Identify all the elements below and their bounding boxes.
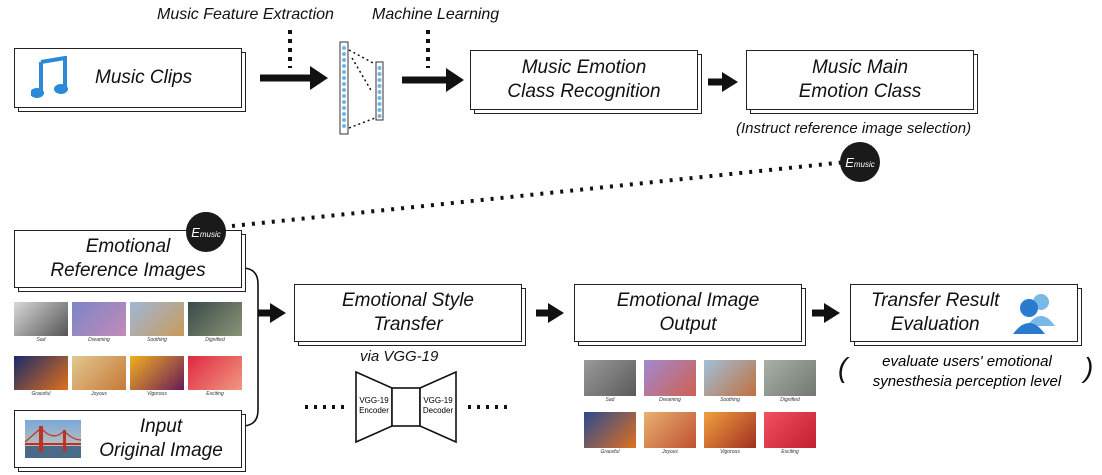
recognition-line1: Music Emotion: [521, 57, 647, 79]
via-vgg-label: via VGG-19: [360, 348, 439, 365]
feature-extraction-label: Music Feature Extraction: [157, 6, 334, 23]
arrow-recog-to-main: [708, 72, 738, 92]
decoder-line1: VGG-19: [423, 396, 453, 405]
arrow-ref-to-style: [258, 303, 286, 323]
eval-line2: Evaluation: [890, 314, 980, 335]
arrow-clips-to-net: [260, 66, 328, 90]
users-icon: [1013, 294, 1056, 334]
output-image-caption: Dignified: [780, 397, 800, 403]
recognition-line2: Class Recognition: [507, 81, 661, 102]
reference-image-caption: Joyous: [91, 391, 107, 397]
arrow-output-to-eval: [812, 303, 840, 323]
group-bracket: [241, 267, 259, 427]
reference-image-caption: Vigorous: [147, 391, 167, 397]
encoder-label: VGG-19 Encoder: [354, 396, 394, 415]
reference-image-caption: Sad: [36, 337, 46, 343]
input-line1: Input: [139, 416, 183, 438]
style-line2: Transfer: [373, 314, 443, 335]
input-image-box: Input Original Image: [14, 410, 242, 468]
ref-line2: Reference Images: [50, 260, 206, 281]
eval-note: evaluate users' emotional synesthesia pe…: [852, 352, 1082, 391]
instruct-note: (Instruct reference image selection): [736, 120, 972, 137]
vgg-encoder-decoder-diagram: [355, 370, 457, 444]
music-clips-label: Music Clips: [95, 67, 193, 89]
eval-line1: Transfer Result: [871, 290, 1000, 312]
emusic-sub: music: [199, 229, 221, 239]
main-class-line2: Emotion Class: [798, 81, 922, 102]
ref-line1: Emotional: [85, 236, 171, 258]
reference-image-caption: Graceful: [31, 391, 51, 397]
evaluation-box: Transfer Result Evaluation: [850, 284, 1078, 342]
output-image-caption: Joyous: [662, 449, 678, 455]
reference-image-caption: Dreaming: [88, 337, 110, 343]
output-image-thumbnail: [764, 412, 816, 448]
output-image-caption: Graceful: [600, 449, 620, 455]
emusic-e: E: [845, 154, 854, 170]
decoder-line2: Decoder: [422, 405, 454, 415]
input-line2: Original Image: [99, 440, 223, 461]
output-image-caption: Dreaming: [659, 397, 681, 403]
main-emotion-class-box: Music Main Emotion Class: [746, 50, 974, 110]
output-image-thumbnail: [644, 412, 696, 448]
output-image-thumbnail: [584, 360, 636, 396]
eval-note-line2: synesthesia perception level: [872, 372, 1062, 390]
music-clips-box: Music Clips: [14, 48, 242, 108]
reference-image-caption: Dignified: [205, 337, 225, 343]
output-image-caption: Soothing: [720, 397, 740, 403]
emusic-sub: music: [853, 159, 875, 169]
emotion-recognition-box: Music Emotion Class Recognition: [470, 50, 698, 110]
paren-close: ): [1084, 352, 1094, 383]
reference-image-caption: Soothing: [147, 337, 167, 343]
style-line1: Emotional Style: [341, 290, 474, 312]
output-image-thumbnail: [584, 412, 636, 448]
main-class-line1: Music Main: [811, 57, 909, 79]
emusic-e: E: [191, 224, 200, 240]
paren-open: (: [838, 352, 848, 383]
machine-learning-label: Machine Learning: [372, 6, 500, 23]
output-image-thumbnail: [644, 360, 696, 396]
reference-image-thumbnail: [72, 356, 126, 390]
output-image-thumbnail: [764, 360, 816, 396]
encoder-line2: Encoder: [359, 405, 389, 415]
output-line1: Emotional Image: [616, 290, 760, 312]
reference-image-thumbnail: [14, 356, 68, 390]
output-image-caption: Vigorous: [720, 449, 740, 455]
image-output-box: Emotional Image Output: [574, 284, 802, 342]
reference-image-caption: Exciting: [206, 391, 224, 397]
encoder-line1: VGG-19: [359, 396, 389, 405]
reference-image-thumbnail: [130, 356, 184, 390]
reference-image-thumbnail: [188, 356, 242, 390]
output-image-caption: Exciting: [781, 449, 799, 455]
decoder-label: VGG-19 Decoder: [418, 396, 458, 415]
arrow-net-to-recog: [402, 68, 464, 92]
reference-image-thumbnail: [14, 302, 68, 336]
dotted-emusic-link: [231, 160, 847, 228]
output-line2: Output: [659, 314, 717, 335]
output-image-caption: Sad: [605, 397, 615, 403]
reference-image-thumbnail: [72, 302, 126, 336]
music-note-icon: [31, 56, 68, 98]
reference-image-thumbnail: [130, 302, 184, 336]
output-image-thumbnail: [704, 412, 756, 448]
eval-note-line1: evaluate users' emotional: [882, 353, 1052, 370]
bridge-photo-icon: [25, 420, 81, 458]
reference-image-thumbnail: [188, 302, 242, 336]
output-image-thumbnail: [704, 360, 756, 396]
style-transfer-box: Emotional Style Transfer: [294, 284, 522, 342]
arrow-style-to-output: [536, 303, 564, 323]
neural-network-icon: [339, 41, 384, 135]
